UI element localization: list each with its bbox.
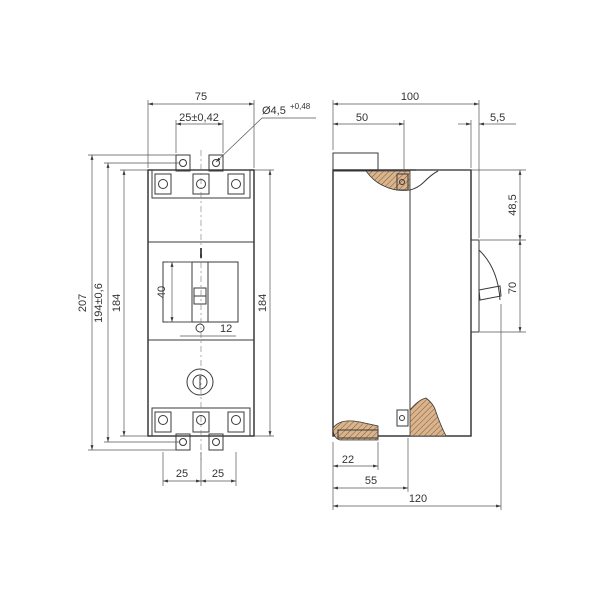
bottom-cutaway-hatch <box>409 397 447 437</box>
bottom-terminal-screws <box>154 411 245 433</box>
dim-depth-front: 50 <box>356 112 368 124</box>
dim-pitch-bottom-left: 25 <box>176 468 188 480</box>
side-top-step <box>332 152 379 172</box>
side-view: 100 50 5,5 48,5 70 22 55 120 <box>332 91 526 510</box>
side-handle-lever <box>478 285 502 301</box>
top-terminal-clamp <box>396 173 409 191</box>
dim-handle-width: 12 <box>220 323 232 335</box>
dim-height-body-right: 184 <box>257 294 269 312</box>
side-handle-arc <box>478 249 501 301</box>
dim-hole-diameter: Ø4,5 <box>262 105 286 117</box>
dim-depth-total: 100 <box>401 91 419 103</box>
dim-terminal-depth: 22 <box>342 454 354 466</box>
dim-pitch-bottom-right: 25 <box>212 468 224 480</box>
handle-slot <box>191 261 209 323</box>
dim-handle-upper: 48,5 <box>507 194 519 215</box>
dim-handle-height: 70 <box>507 282 519 294</box>
dim-handle-travel: 40 <box>156 286 168 298</box>
dim-width-total: 75 <box>195 91 207 103</box>
side-body <box>332 169 472 437</box>
bottom-terminal-clamp <box>396 409 409 427</box>
dim-mount-depth: 55 <box>365 475 377 487</box>
top-break-line <box>409 170 439 191</box>
dim-overall-depth: 120 <box>409 493 427 505</box>
top-mounting-tabs <box>175 154 224 172</box>
front-view: 75 25±0,42 Ø4,5 +0,48 207 194±0,6 184 18… <box>77 91 316 486</box>
side-handle-frame <box>470 239 480 333</box>
test-knob-inner <box>192 374 208 390</box>
test-knob <box>186 368 214 396</box>
dim-pitch-top: 25±0,42 <box>179 112 219 124</box>
dim-height-mount: 194±0,6 <box>93 283 105 323</box>
dim-height-overall: 207 <box>77 294 89 312</box>
handle-screw <box>195 323 205 333</box>
dim-height-body-left: 184 <box>111 294 123 312</box>
hole-leader <box>215 117 263 163</box>
dim-hole-tolerance: +0,48 <box>290 102 311 111</box>
dim-handle-offset: 5,5 <box>490 112 505 124</box>
